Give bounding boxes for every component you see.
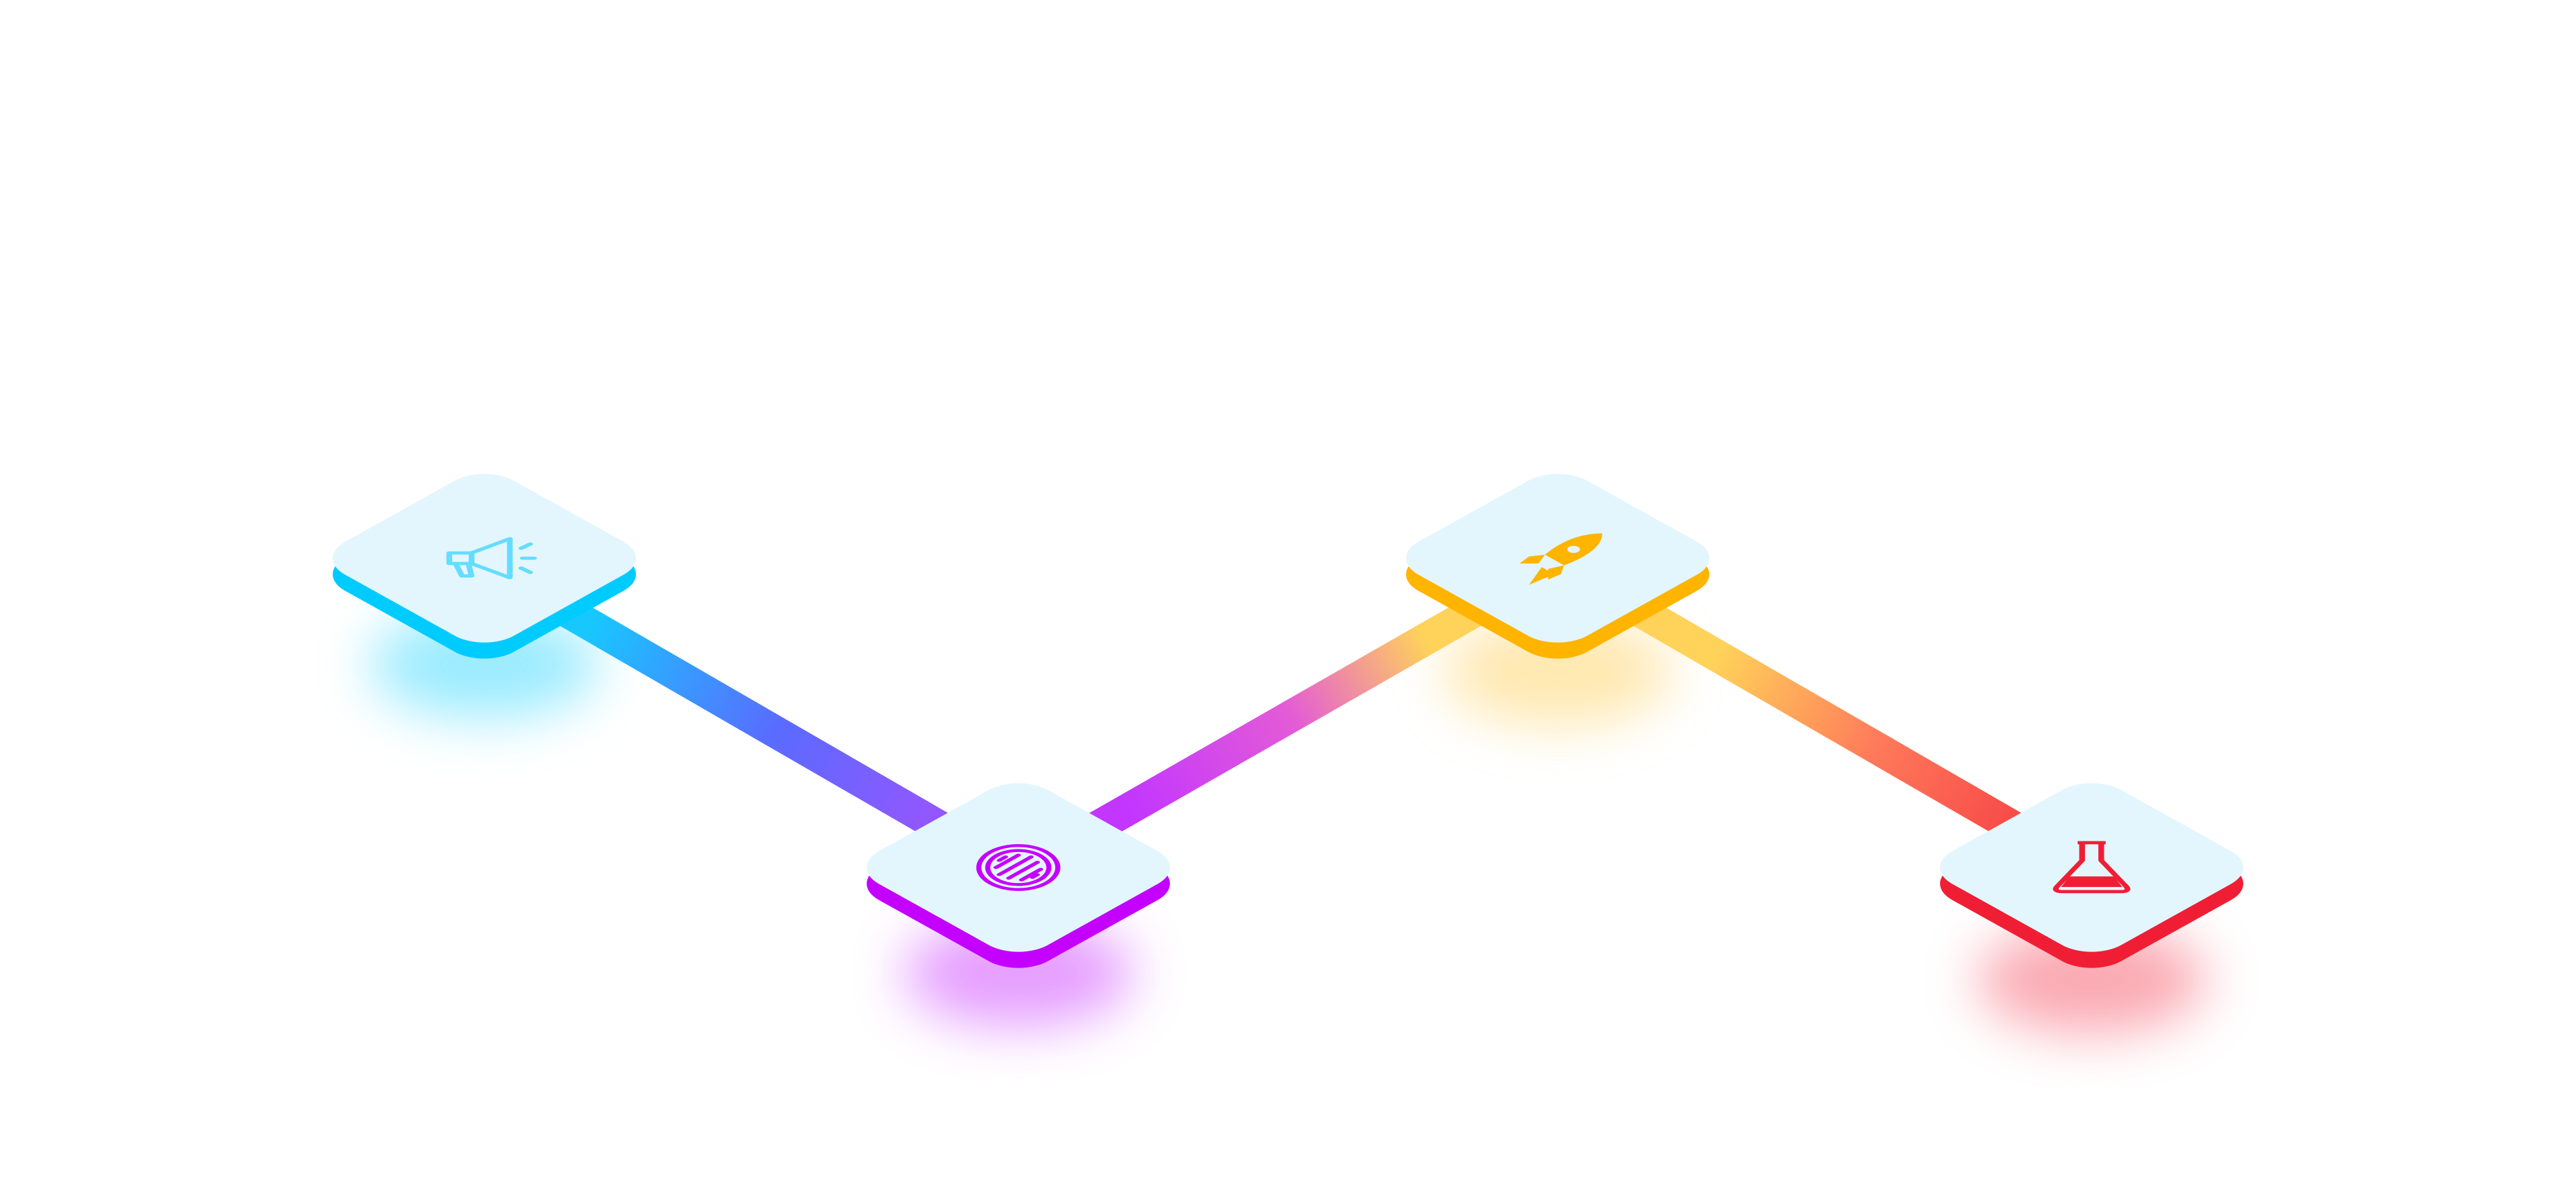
connectors [476, 550, 2100, 886]
ball-icon [976, 844, 1061, 891]
glows [370, 611, 2206, 1033]
tile-rocket [1405, 474, 1710, 659]
tile-megaphone [332, 474, 637, 659]
tile-face [1939, 783, 2244, 952]
tile-glow-megaphone [370, 611, 598, 718]
tile-glow-flask [1978, 926, 2206, 1033]
flask-icon [2053, 841, 2131, 894]
rocket-icon [1519, 533, 1603, 585]
tiles [332, 474, 2244, 968]
tile-glow-ball [904, 919, 1132, 1027]
tile-glow-rocket [1444, 617, 1672, 725]
tile-flask [1939, 783, 2244, 968]
tile-face [866, 783, 1171, 952]
tile-face [332, 474, 637, 643]
tile-ball [866, 783, 1171, 968]
megaphone-icon [446, 537, 537, 580]
